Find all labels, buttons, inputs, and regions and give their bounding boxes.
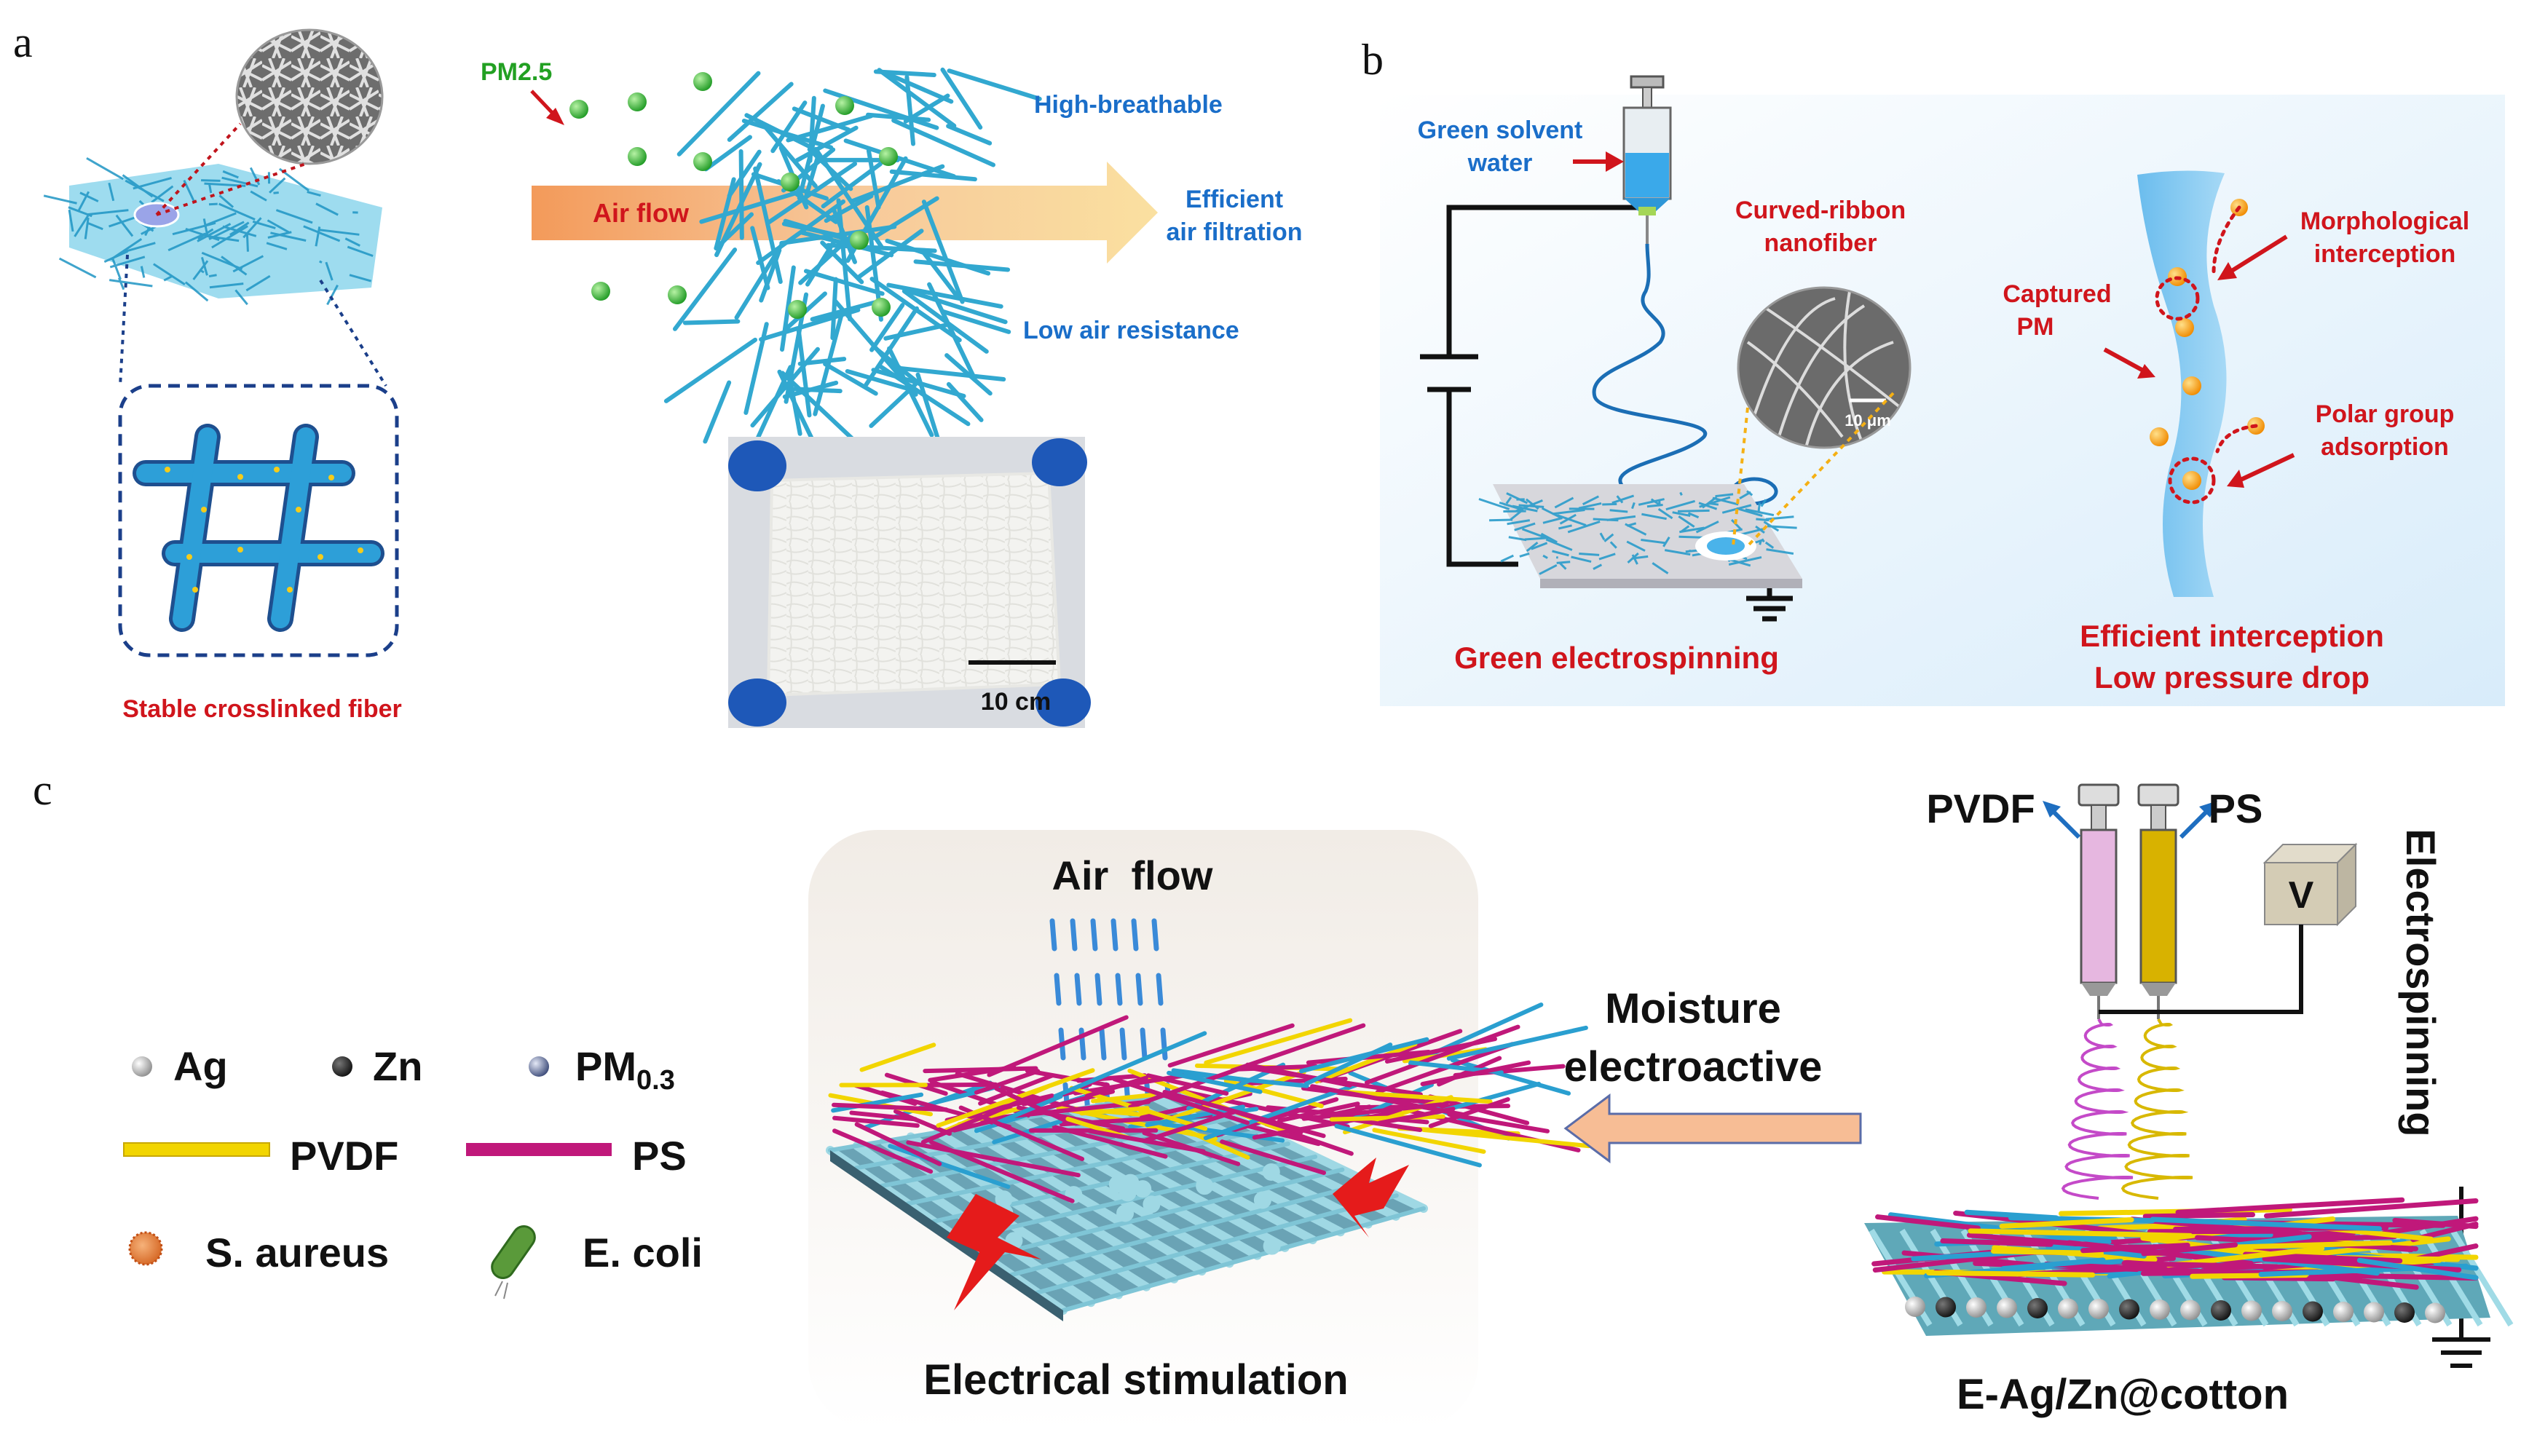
pm-particles	[569, 72, 898, 319]
legend-ps: PS	[632, 1133, 687, 1179]
polar-line2: adsorption	[2321, 433, 2449, 461]
legend-s-aureus: S. aureus	[205, 1230, 389, 1275]
stable-fiber-label: Stable crosslinked fiber	[122, 695, 402, 723]
panel-b-background	[1380, 95, 2505, 706]
moisture-line1: Moisture	[1605, 985, 1781, 1032]
captured-line1: Captured	[2003, 280, 2111, 308]
photo-scale-label: 10 cm	[981, 688, 1051, 716]
fiber-filter-cluster	[663, 67, 1042, 480]
low-resistance-label: Low air resistance	[1023, 317, 1239, 344]
sem-inset-a	[235, 28, 384, 165]
curved-ribbon-line1: Curved-ribbon	[1735, 197, 1906, 224]
ps-syringe-label: PS	[2209, 786, 2263, 831]
voltage-label: V	[2289, 874, 2314, 917]
low-pressure-label: Low pressure drop	[2094, 660, 2370, 695]
crosslinked-fiber-box	[118, 384, 399, 657]
e-ag-zn-cotton-substrate	[1864, 1197, 2514, 1336]
moisture-line2: electroactive	[1564, 1043, 1823, 1091]
voltage-source: V	[2262, 842, 2358, 927]
crosslinked-fiber-icon	[133, 424, 384, 632]
syringe-icon	[1622, 75, 1672, 244]
polar-line1: Polar group	[2316, 400, 2455, 428]
efficient-interception-label: Efficient interception	[2080, 619, 2384, 653]
electrospinning-label: Electrospinning	[2398, 828, 2444, 1136]
moisture-arrow	[1563, 1093, 1862, 1163]
captured-pm-particles	[2150, 199, 2265, 490]
high-breathable-label: High-breathable	[1034, 91, 1223, 119]
green-electrospinning-label: Green electrospinning	[1454, 641, 1779, 675]
air-flow-label-a: Air flow	[593, 198, 690, 228]
green-solvent-line2: water	[1467, 149, 1533, 177]
e-ag-zn-cotton-label: E-Ag/Zn@cotton	[1957, 1371, 2289, 1418]
panel-a-letter: a	[13, 18, 33, 66]
e-coli-swatch	[491, 1225, 536, 1299]
ps-jet-spiral	[2120, 1018, 2193, 1200]
sem-inset-b: 10 μm	[1737, 286, 1912, 449]
captured-line2: PM	[2017, 313, 2054, 341]
pm-swatch	[529, 1056, 549, 1077]
legend-pvdf: PVDF	[290, 1133, 398, 1179]
dual-syringe-setup	[2078, 783, 2179, 1019]
ps-pvdf-fiber-layer	[828, 1002, 1591, 1203]
air-flow-label-c: Air flow	[1052, 852, 1213, 898]
electrical-stimulation-label: Electrical stimulation	[923, 1356, 1348, 1404]
membrane-photo: 10 cm	[728, 437, 1091, 728]
panel-c-letter: c	[33, 766, 52, 814]
collector-plate	[1478, 484, 1802, 588]
legend-ag: Ag	[173, 1043, 228, 1089]
s-aureus-swatch	[128, 1231, 163, 1266]
pvdf-jet-spiral	[2061, 1018, 2134, 1200]
legend-pm: PM0.3	[575, 1043, 675, 1096]
pm25-label: PM2.5	[481, 58, 552, 86]
cotton-fabric	[826, 1088, 1428, 1321]
pvdf-syringe-label: PVDF	[1926, 786, 2035, 831]
panel-b-letter: b	[1362, 36, 1384, 84]
legend-zn: Zn	[373, 1043, 422, 1089]
fiber-mat-illustration	[43, 157, 382, 306]
circuit-wire	[1420, 205, 1793, 622]
electrospinning-jet	[1592, 243, 1778, 555]
lightning-icon	[947, 1158, 1409, 1310]
zn-swatch	[332, 1056, 352, 1077]
ag-swatch	[132, 1056, 152, 1077]
legend: Ag Zn PM0.3 PVDF PS S. aureus E. coli	[123, 1043, 703, 1299]
curved-ribbon-line2: nanofiber	[1764, 229, 1877, 257]
pvdf-swatch	[123, 1142, 270, 1157]
ps-swatch	[466, 1143, 612, 1156]
sem-scale-b: 10 μm	[1845, 411, 1891, 430]
morphological-line1: Morphological	[2300, 207, 2469, 235]
legend-e-coli: E. coli	[583, 1230, 703, 1275]
efficient-line1: Efficient	[1185, 186, 1283, 213]
curved-ribbon	[2137, 170, 2227, 597]
green-solvent-line1: Green solvent	[1418, 116, 1583, 144]
morphological-line2: interception	[2314, 240, 2456, 268]
efficient-line2: air filtration	[1166, 218, 1302, 246]
